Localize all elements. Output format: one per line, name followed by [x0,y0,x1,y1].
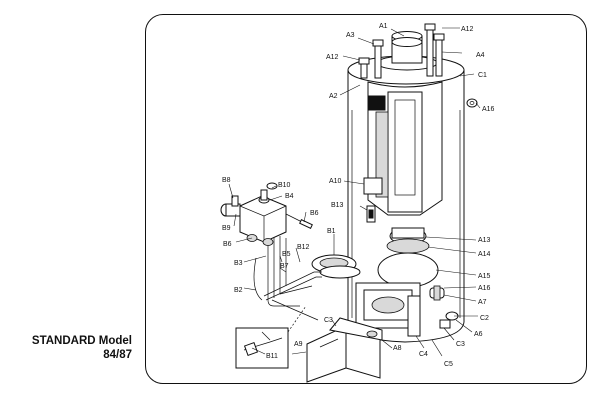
label-B6-left: B6 [223,241,232,248]
label-A3: A3 [346,32,355,39]
label-A9: A9 [294,341,303,348]
label-A1: A1 [379,23,388,30]
label-C5: C5 [444,361,453,368]
label-C3-left: C3 [324,317,333,324]
label-A14: A14 [478,251,491,258]
inner-door [329,317,383,341]
caption-model-number: 84/87 [103,349,132,361]
label-A16-top: A16 [482,106,495,113]
label-A15: A15 [478,273,491,280]
label-B10: B10 [278,182,291,189]
gas-control-valve [239,182,287,246]
label-A2: A2 [329,93,338,100]
label-B13: B13 [331,202,344,209]
label-C1: C1 [478,72,487,79]
relief-port [466,98,478,108]
label-B3: B3 [234,260,243,267]
manifold-tube [263,271,322,321]
label-B7: B7 [280,263,289,270]
label-B11: B11 [266,353,278,360]
label-A6: A6 [474,331,483,338]
label-A7: A7 [478,299,487,306]
label-A4: A4 [476,52,485,59]
label-C3-right: C3 [456,341,465,348]
label-B9: B9 [222,225,231,232]
label-A16-bottom: A16 [478,285,491,292]
rating-plate [363,177,383,195]
label-B1: B1 [327,228,336,235]
tank-cutaway [367,81,443,216]
caption-title: STANDARD Model [31,335,132,347]
main-burner [311,254,361,279]
drain-valve [429,285,445,301]
label-B5: B5 [282,251,291,258]
pilot-tubing [253,236,313,307]
label-A8: A8 [393,345,402,352]
part-labels: A1 A12 A3 A4 A12 C1 A2 A16 A10 B13 A13 A… [222,23,495,368]
label-A13: A13 [478,237,491,244]
label-B2: B2 [234,287,243,294]
label-C2: C2 [480,315,489,322]
leader-lines [228,27,481,357]
label-A12-top: A12 [461,26,474,33]
lower-fittings [439,311,459,329]
top-pipes [358,23,445,79]
label-B4: B4 [285,193,294,200]
combustion-parts [377,227,439,288]
model-caption: STANDARD Model 84/87 [8,334,132,362]
thermostat-probe [285,213,313,230]
b13-component [366,205,376,223]
label-A10: A10 [329,178,342,185]
label-B12: B12 [297,244,310,251]
gas-inlet-fitting [220,195,241,217]
label-B6-right: B6 [310,210,319,217]
label-C4: C4 [419,351,428,358]
label-A12-left: A12 [326,54,339,61]
outer-door [306,325,381,383]
label-B8: B8 [222,177,231,184]
thermocouple-detail [235,305,307,369]
lower-access [355,282,421,337]
